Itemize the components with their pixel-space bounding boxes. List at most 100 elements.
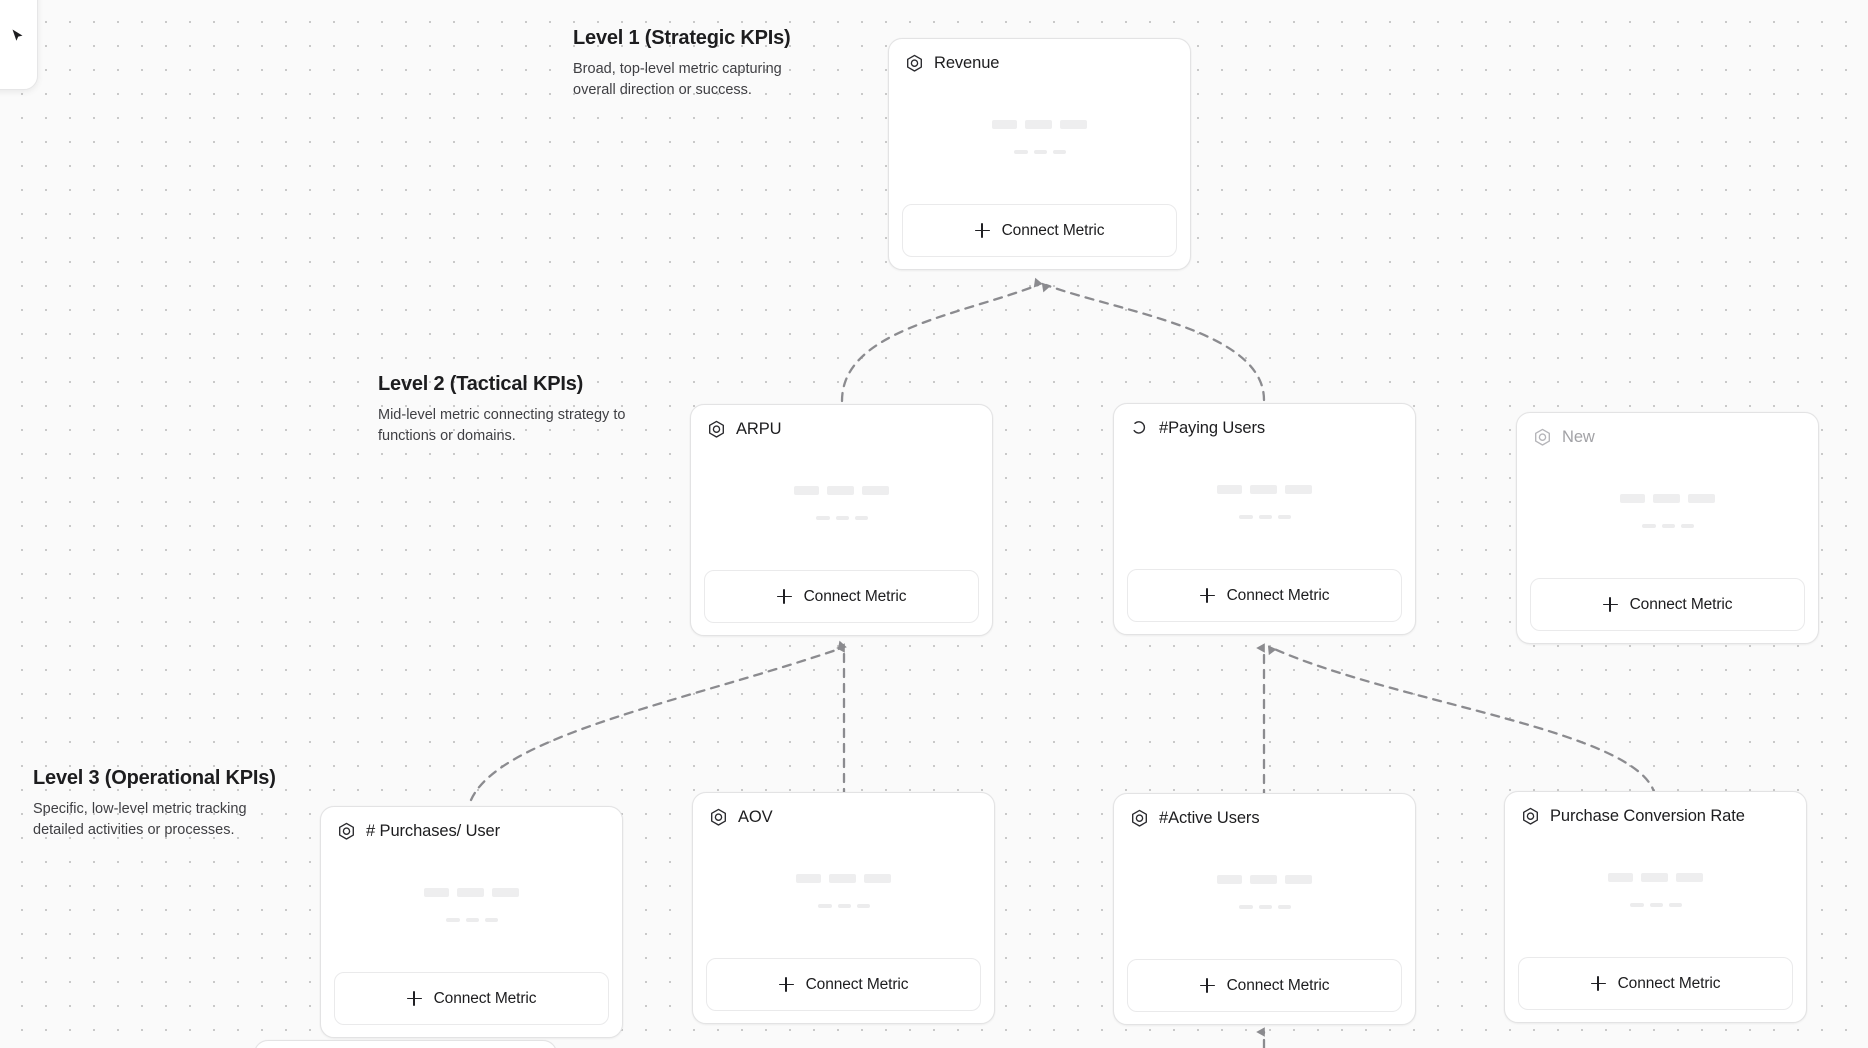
- skeleton-row-secondary: [1238, 904, 1291, 909]
- hexagon-icon: [707, 420, 726, 439]
- connect-metric-button[interactable]: Connect Metric: [706, 958, 981, 1011]
- metric-card-arpu[interactable]: ARPU Connect Metric: [690, 404, 993, 636]
- connect-metric-button[interactable]: Connect Metric: [1530, 578, 1805, 631]
- plus-icon: [1199, 978, 1215, 993]
- card-header: # Purchases/ User: [334, 820, 609, 841]
- metric-card-new[interactable]: New Connect Metric: [1516, 412, 1819, 644]
- edge-arpu-to-revenue: [840, 277, 1043, 403]
- floating-toolbar-panel[interactable]: [0, 0, 38, 90]
- cursor-icon: [12, 29, 23, 41]
- skeleton-bar: [492, 887, 519, 897]
- skeleton-row-secondary: [815, 515, 868, 520]
- skeleton-bar: [1250, 874, 1277, 884]
- skeleton-row-secondary: [817, 903, 870, 908]
- card-skeleton-body: [334, 841, 609, 972]
- skeleton-bar: [862, 485, 889, 495]
- edge-purchases-per-user-to-arpu: [469, 640, 847, 802]
- card-skeleton-body: [704, 439, 979, 570]
- skeleton-bar: [1649, 902, 1663, 907]
- card-header: AOV: [706, 806, 981, 827]
- hexagon-icon: [337, 822, 356, 841]
- plus-icon: [1590, 976, 1606, 991]
- connect-metric-button[interactable]: Connect Metric: [1518, 957, 1793, 1010]
- connect-metric-button[interactable]: Connect Metric: [334, 972, 609, 1025]
- skeleton-row-secondary: [445, 917, 498, 922]
- card-skeleton-body: [1530, 447, 1805, 578]
- metric-card-aov[interactable]: AOV Connect Metric: [692, 792, 995, 1024]
- hexagon-icon: [1130, 809, 1149, 828]
- skeleton-bar: [817, 903, 832, 908]
- connect-metric-label: Connect Metric: [1226, 586, 1330, 604]
- skeleton-bar: [1653, 493, 1680, 503]
- card-title: # Purchases/ User: [366, 822, 501, 840]
- hexagon-icon: [1521, 807, 1540, 826]
- skeleton-row-primary: [992, 119, 1087, 129]
- skeleton-row-primary: [424, 887, 519, 897]
- skeleton-bar: [1285, 874, 1312, 884]
- metric-card-purchase-conversion-rate[interactable]: Purchase Conversion Rate Connect Metric: [1504, 791, 1807, 1023]
- hexagon-icon: [1533, 428, 1552, 447]
- skeleton-bar: [1238, 904, 1253, 909]
- card-skeleton-body: [902, 73, 1177, 204]
- metric-card-offscreen-partial[interactable]: [254, 1040, 557, 1048]
- edge-purchase-conversion-rate-to-paying-users: [1267, 645, 1657, 797]
- card-header: #Active Users: [1127, 807, 1402, 828]
- card-skeleton-body: [1127, 438, 1402, 569]
- skeleton-bar: [864, 873, 891, 883]
- level-1-title: Level 1 (Strategic KPIs): [573, 27, 791, 49]
- skeleton-bar: [796, 873, 821, 883]
- card-header: Revenue: [902, 52, 1177, 73]
- card-title: ARPU: [736, 420, 782, 438]
- connect-metric-button[interactable]: Connect Metric: [902, 204, 1177, 257]
- metric-card-paying-users[interactable]: #Paying Users Connect Metric: [1113, 403, 1416, 635]
- skeleton-bar: [1688, 493, 1715, 503]
- connect-metric-button[interactable]: Connect Metric: [1127, 569, 1402, 622]
- skeleton-bar: [1661, 523, 1675, 528]
- plus-icon: [778, 977, 794, 992]
- card-title: AOV: [738, 808, 773, 826]
- skeleton-bar: [992, 119, 1017, 129]
- connect-metric-label: Connect Metric: [1617, 974, 1721, 992]
- card-skeleton-body: [706, 827, 981, 958]
- skeleton-bar: [815, 515, 830, 520]
- plus-icon: [1602, 597, 1618, 612]
- card-skeleton-body: [1127, 828, 1402, 959]
- skeleton-bar: [1250, 484, 1277, 494]
- card-header: New: [1530, 426, 1805, 447]
- skeleton-bar: [1277, 514, 1291, 519]
- metric-card-purchases-per-user[interactable]: # Purchases/ User Connect Metric: [320, 806, 623, 1038]
- edge-paying-users-to-revenue: [1041, 282, 1266, 402]
- skeleton-row-secondary: [1641, 523, 1694, 528]
- metric-card-revenue[interactable]: Revenue Connect Metric: [888, 38, 1191, 270]
- skeleton-bar: [854, 515, 868, 520]
- plus-icon: [406, 991, 422, 1006]
- hexagon-icon: [709, 808, 728, 827]
- skeleton-bar: [1620, 493, 1645, 503]
- skeleton-bar: [835, 515, 849, 520]
- level-2-title: Level 2 (Tactical KPIs): [378, 373, 584, 395]
- connect-metric-label: Connect Metric: [1629, 595, 1733, 613]
- skeleton-row-primary: [794, 485, 889, 495]
- skeleton-bar: [484, 917, 498, 922]
- skeleton-bar: [1258, 904, 1272, 909]
- metric-card-active-users[interactable]: #Active Users Connect Metric: [1113, 793, 1416, 1025]
- skeleton-bar: [794, 485, 819, 495]
- skeleton-bar: [1060, 119, 1087, 129]
- connect-metric-button[interactable]: Connect Metric: [1127, 959, 1402, 1012]
- connect-metric-button[interactable]: Connect Metric: [704, 570, 979, 623]
- skeleton-bar: [1217, 484, 1242, 494]
- level-1-label-block: Level 1 (Strategic KPIs) Broad, top-leve…: [573, 27, 823, 102]
- connect-metric-label: Connect Metric: [803, 587, 907, 605]
- skeleton-bar: [1668, 902, 1682, 907]
- skeleton-bar: [424, 887, 449, 897]
- skeleton-bar: [1676, 872, 1703, 882]
- skeleton-row-primary: [1620, 493, 1715, 503]
- skeleton-bar: [1258, 514, 1272, 519]
- skeleton-row-secondary: [1238, 514, 1291, 519]
- connect-metric-label: Connect Metric: [805, 975, 909, 993]
- skeleton-row-secondary: [1013, 149, 1066, 154]
- skeleton-row-primary: [1217, 874, 1312, 884]
- skeleton-bar: [1608, 872, 1633, 882]
- skeleton-row-primary: [1217, 484, 1312, 494]
